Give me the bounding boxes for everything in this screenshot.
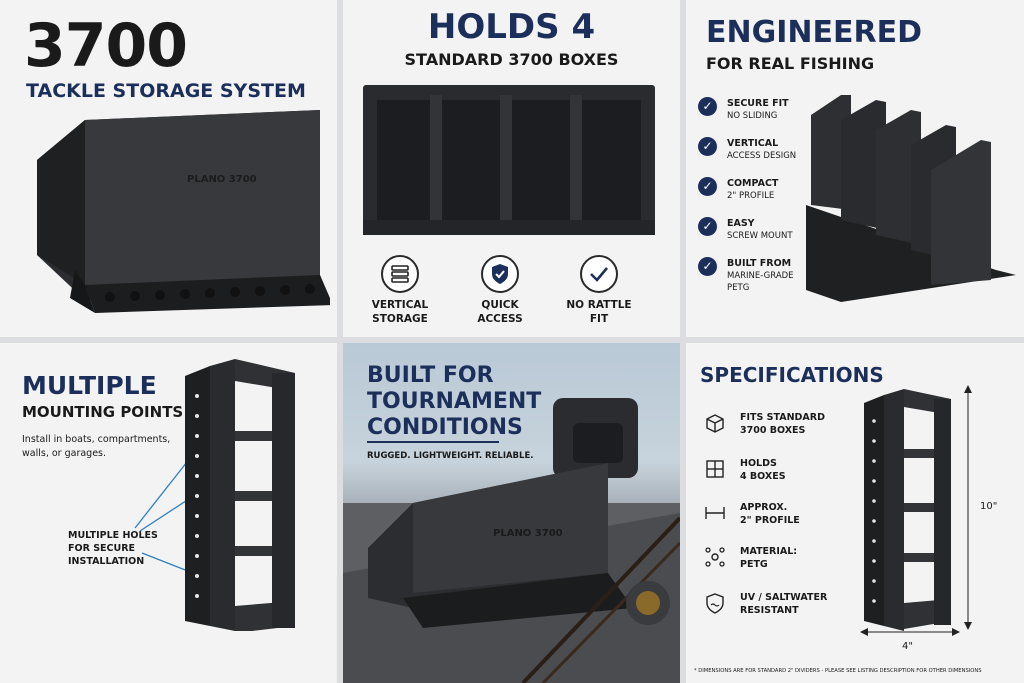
tournament-tagline: RUGGED. LIGHTWEIGHT. RELIABLE. (367, 451, 534, 461)
engraved-brand: PLANO 3700 (493, 528, 563, 539)
product-image-side (185, 359, 295, 631)
holds-subtitle: STANDARD 3700 BOXES (404, 50, 619, 69)
material-icon (703, 545, 727, 569)
title-divider (367, 441, 499, 443)
panel-engineered: ENGINEERED FOR REAL FISHING ✓ SECURE FIT… (686, 0, 1024, 337)
dimensions-footnote: * DIMENSIONS ARE FOR STANDARD 2" DIVIDER… (694, 668, 982, 674)
check-icon: ✓ (698, 97, 717, 116)
check-icon: ✓ (698, 257, 717, 276)
check-icon: ✓ (698, 137, 717, 156)
height-dimension-line (964, 385, 972, 630)
panel-hero: 3700 TACKLE STORAGE SYSTEM PLANO 3700 (0, 0, 337, 337)
hero-title: 3700 (24, 11, 188, 81)
width-icon (703, 501, 727, 525)
product-image-angled: PLANO 3700 (37, 110, 330, 313)
uv-shield-icon (703, 591, 727, 615)
check-icon: ✓ (698, 177, 717, 196)
mounting-description: Install in boats, compartments,walls, or… (22, 434, 171, 459)
check-icon: ✓ (698, 217, 717, 236)
hero-subtitle: TACKLE STORAGE SYSTEM (26, 80, 306, 102)
product-image-dividers (806, 95, 1016, 302)
check-icon (580, 255, 618, 293)
specs-title: SPECIFICATIONS (700, 363, 884, 387)
boat-scene: PLANO 3700 (343, 398, 680, 683)
spec-profile: APPROX.2" PROFILE (740, 502, 800, 526)
holds-title: HOLDS 4 (427, 7, 596, 47)
mounting-subtitle: MOUNTING POINTS (22, 403, 184, 421)
shield-icon (481, 255, 519, 293)
grid-icon (703, 457, 727, 481)
panel-mounting: MULTIPLE MOUNTING POINTS Install in boat… (0, 343, 337, 683)
spec-material: MATERIAL:PETG (740, 546, 798, 570)
engineered-title: ENGINEERED (706, 15, 922, 50)
mounting-title: MULTIPLE (22, 371, 157, 400)
width-dimension-line (860, 628, 960, 636)
width-label: 4" (902, 641, 913, 652)
box-icon (703, 411, 727, 435)
stack-icon (381, 255, 419, 293)
height-label: 10" (980, 501, 998, 512)
product-image-front (363, 85, 655, 235)
engraved-brand: PLANO 3700 (187, 174, 257, 185)
product-image-spec (864, 389, 951, 631)
engineered-subtitle: FOR REAL FISHING (706, 54, 875, 73)
